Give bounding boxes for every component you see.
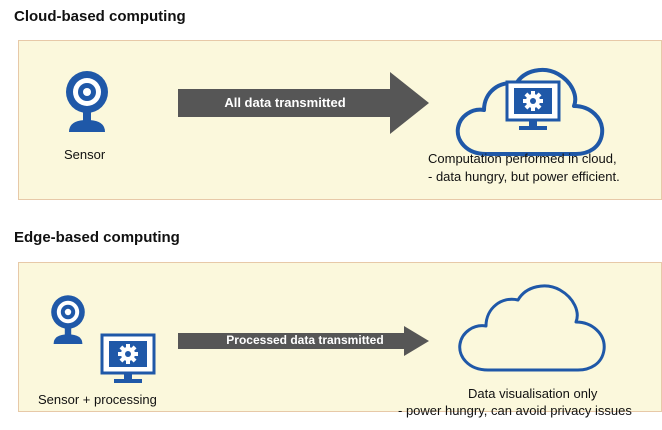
edge-arrow-label: Processed data transmitted [226, 333, 384, 347]
edge-caption-line1: Data visualisation only [468, 386, 598, 401]
monitor-gear-icon [505, 80, 561, 130]
webcam-icon [51, 295, 85, 344]
edge-section-heading: Edge-based computing [14, 229, 180, 246]
cloud-section-heading: Cloud-based computing [14, 8, 186, 25]
cloud-arrow-label: All data transmitted [224, 95, 346, 110]
webcam-icon [66, 71, 108, 132]
cloud-caption-line1: Computation performed in cloud, [428, 151, 617, 166]
cloud-sensor-label: Sensor [64, 147, 106, 162]
edge-sensor-label: Sensor + processing [38, 392, 157, 407]
cloud-icon [455, 67, 605, 156]
cloud-caption-line2: - data hungry, but power efficient. [428, 169, 620, 184]
data-transmit-arrow [178, 326, 429, 356]
data-transmit-arrow [178, 72, 429, 134]
edge-caption-line2: - power hungry, can avoid privacy issues [398, 403, 632, 418]
monitor-gear-icon [100, 333, 156, 383]
cloud-icon [458, 284, 606, 372]
